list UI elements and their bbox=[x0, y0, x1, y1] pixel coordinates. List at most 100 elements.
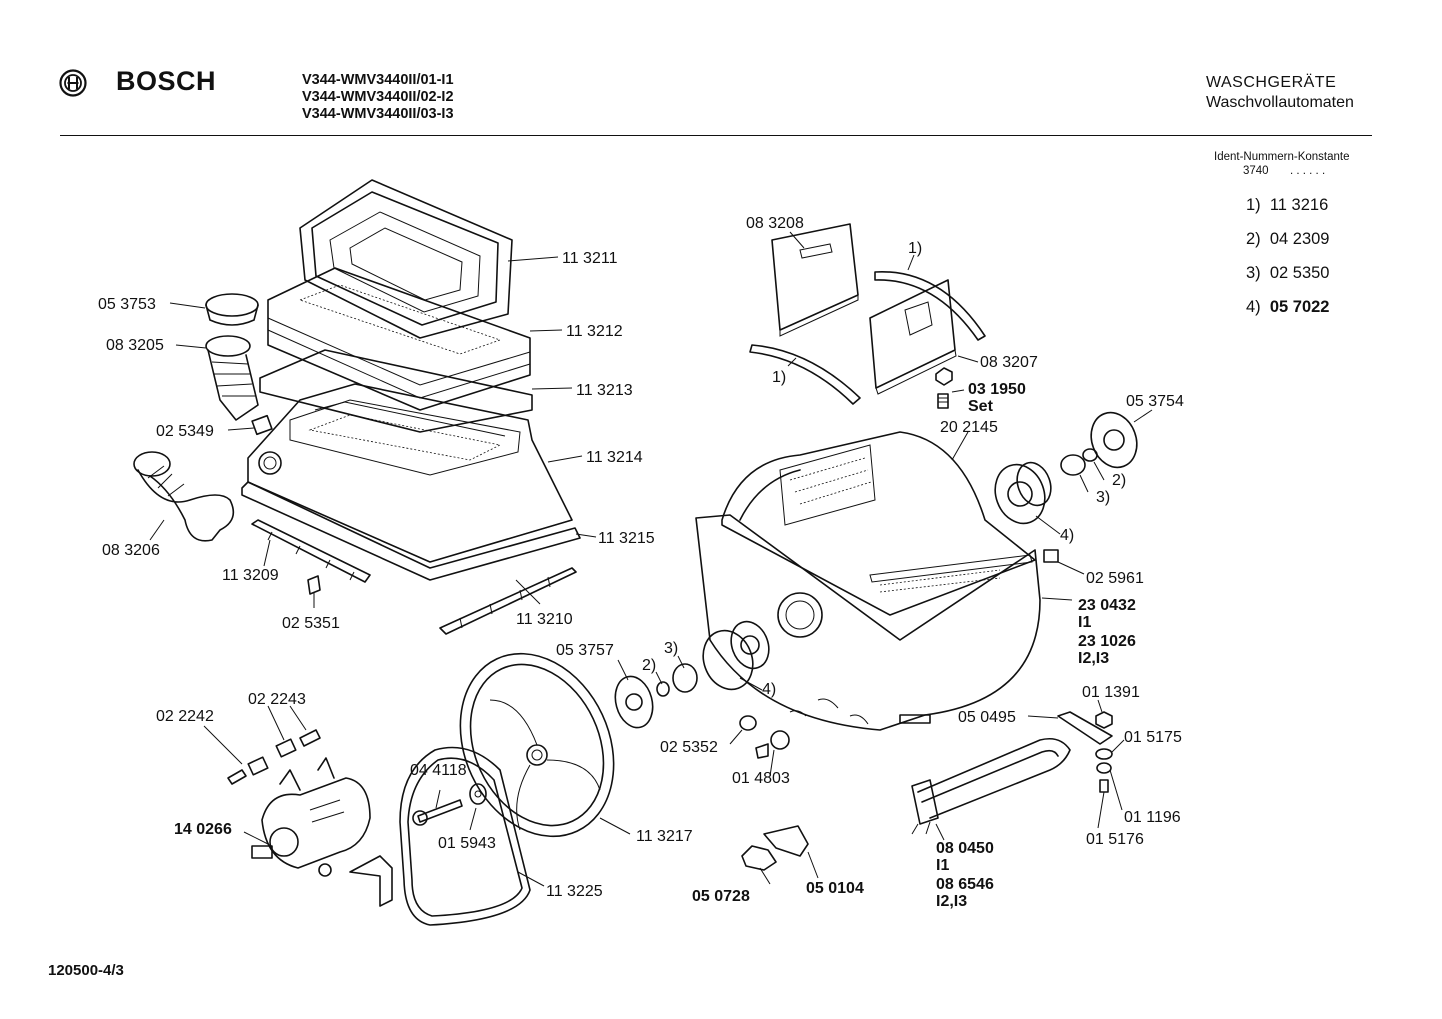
detergent-drawer-parts bbox=[133, 179, 581, 635]
ident-number: 02 5350 bbox=[1269, 264, 1330, 282]
part-label: 05 3753 bbox=[98, 296, 156, 313]
leader-lines bbox=[149, 231, 1153, 887]
drawer-lower-gasket bbox=[241, 481, 581, 581]
part-label: I2,I3 bbox=[936, 893, 967, 910]
drum-rib bbox=[874, 271, 986, 341]
part-label: 11 3211 bbox=[562, 250, 618, 267]
part-label: 08 6546 bbox=[936, 876, 994, 893]
part-labels: 11 3211 11 3212 11 3213 11 3214 11 3215 … bbox=[98, 215, 1184, 910]
part-label: 01 1391 bbox=[1082, 684, 1140, 701]
part-label: I1 bbox=[936, 857, 949, 874]
motor-drive-parts bbox=[227, 652, 809, 926]
part-label: 23 0432 bbox=[1078, 597, 1136, 614]
brand-name: BOSCH bbox=[116, 66, 217, 96]
pin-02-2242 bbox=[227, 769, 247, 785]
part-label: 2) bbox=[642, 657, 656, 674]
category-title: WASCHGERÄTE bbox=[1206, 74, 1337, 91]
ident-number: 05 7022 bbox=[1269, 298, 1330, 316]
part-label: 05 0104 bbox=[806, 880, 864, 897]
ident-number: 11 3216 bbox=[1269, 196, 1329, 214]
nut-screw-set bbox=[935, 367, 953, 409]
bushing bbox=[275, 738, 297, 758]
part-label: Set bbox=[968, 398, 994, 415]
bushing bbox=[247, 756, 269, 776]
ident-prefix: 3740 bbox=[1243, 165, 1269, 177]
washer-01-5175 bbox=[1095, 748, 1113, 760]
bearing-flange-right bbox=[994, 411, 1138, 563]
part-label: 3) bbox=[1096, 489, 1110, 506]
header-rule bbox=[60, 135, 1372, 136]
drawer-frame bbox=[267, 267, 531, 411]
model-list: V344-WMV3440II/01-I1 V344-WMV3440II/02-I… bbox=[302, 72, 454, 123]
clip-02-5351 bbox=[307, 575, 321, 595]
part-label: 23 1026 bbox=[1078, 633, 1136, 650]
drawer-gasket bbox=[259, 349, 533, 433]
drum-20-2145 bbox=[721, 431, 1036, 616]
bearing-flange-left bbox=[614, 620, 790, 759]
part-label: 02 5961 bbox=[1086, 570, 1144, 587]
part-label: 01 5175 bbox=[1124, 729, 1182, 746]
part-label: 14 0266 bbox=[174, 821, 232, 838]
drum-rib bbox=[749, 344, 861, 405]
bellows-08-3205 bbox=[205, 335, 259, 421]
drawer-rail-left bbox=[251, 519, 371, 583]
ident-placeholder: . . . . . . bbox=[1290, 165, 1326, 177]
drum-panel-08-3208 bbox=[771, 223, 859, 337]
pulley-11-3217 bbox=[459, 652, 615, 838]
ident-ref: 2) bbox=[1246, 230, 1261, 248]
part-label: 4) bbox=[1060, 527, 1074, 544]
part-label: 05 3754 bbox=[1126, 393, 1184, 410]
belt-11-3225 bbox=[399, 746, 531, 926]
motor-bracket bbox=[349, 855, 393, 907]
tub-23-0432 bbox=[695, 514, 1041, 731]
part-label: 08 3208 bbox=[746, 215, 804, 232]
washer-01-5943 bbox=[469, 783, 487, 805]
motor-14-0266 bbox=[251, 757, 371, 877]
part-label: 01 5176 bbox=[1086, 831, 1144, 848]
bracket-05-0495 bbox=[1057, 711, 1113, 745]
part-label: 11 3225 bbox=[546, 883, 603, 900]
part-label: 11 3215 bbox=[598, 530, 655, 547]
hose-clamp-05-3753 bbox=[205, 293, 259, 326]
hose-08-3206 bbox=[133, 451, 235, 542]
part-label: 20 2145 bbox=[940, 419, 998, 436]
part-label: 04 4118 bbox=[410, 762, 467, 779]
heater-08-0450 bbox=[911, 737, 1071, 835]
ident-ref: 3) bbox=[1246, 264, 1261, 282]
part-label: 11 3213 bbox=[576, 382, 633, 399]
part-label: 05 3757 bbox=[556, 642, 614, 659]
washer-01-1196 bbox=[1096, 762, 1112, 774]
part-label: I1 bbox=[1078, 614, 1091, 631]
part-label: 4) bbox=[762, 681, 776, 698]
ident-item: 3) 02 5350 bbox=[1246, 264, 1330, 283]
part-label: 11 3214 bbox=[586, 449, 643, 466]
part-label: 11 3210 bbox=[516, 611, 573, 628]
part-label: 02 2243 bbox=[248, 691, 306, 708]
drum-panel-08-3207 bbox=[869, 279, 957, 395]
model-line: V344-WMV3440II/02-I2 bbox=[302, 89, 454, 105]
category-subtitle: Waschvollautomaten bbox=[1206, 94, 1354, 111]
nut-01-1391 bbox=[1095, 711, 1113, 729]
ident-ref: 4) bbox=[1246, 298, 1261, 316]
washer-hole bbox=[474, 790, 482, 798]
part-label: 01 5943 bbox=[438, 835, 496, 852]
ident-item: 4) 05 7022 bbox=[1246, 298, 1330, 317]
ident-title: Ident-Nummern-Konstante bbox=[1214, 151, 1350, 163]
part-label: 1) bbox=[908, 240, 922, 257]
part-label: I2,I3 bbox=[1078, 650, 1109, 667]
drum-assembly bbox=[614, 223, 1138, 835]
page-reference: 120500-4/3 bbox=[48, 962, 124, 979]
model-line: V344-WMV3440II/01-I1 bbox=[302, 72, 454, 88]
part-label: 08 3206 bbox=[102, 542, 160, 559]
drawer-top-tray bbox=[299, 179, 513, 339]
ident-item: 2) 04 2309 bbox=[1246, 230, 1330, 249]
part-label: 01 1196 bbox=[1124, 809, 1181, 826]
part-label: 08 3207 bbox=[980, 354, 1038, 371]
bosch-logo-icon bbox=[58, 68, 88, 103]
ident-ref: 1) bbox=[1246, 196, 1261, 214]
screw-01-5176 bbox=[1099, 779, 1109, 793]
part-label: 03 1950 bbox=[968, 381, 1026, 398]
part-label: 11 3217 bbox=[636, 828, 693, 845]
part-label: 01 4803 bbox=[732, 770, 790, 787]
